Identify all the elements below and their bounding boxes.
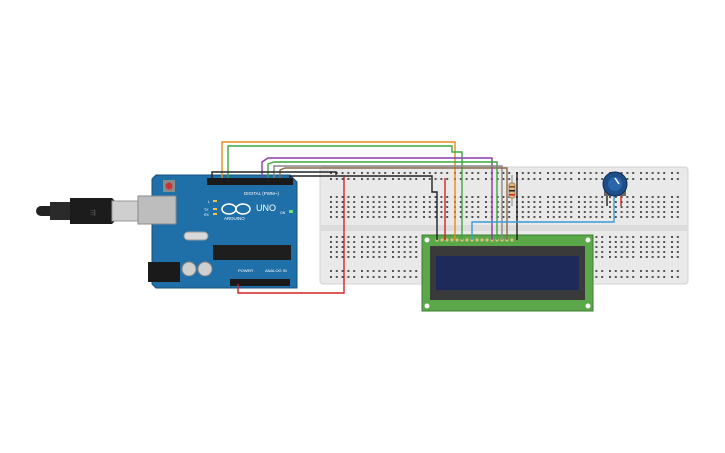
lcd-screen bbox=[436, 256, 579, 290]
led-label-l: L bbox=[208, 200, 210, 204]
capacitor-1 bbox=[181, 261, 197, 277]
wire-black-1 bbox=[211, 171, 337, 180]
wire-black-2 bbox=[289, 175, 438, 240]
breadboard[interactable] bbox=[319, 166, 689, 285]
analog-label: ANALOG IN bbox=[265, 268, 287, 273]
digital-label: DIGITAL (PWM~) bbox=[244, 191, 279, 196]
wire-red-1 bbox=[237, 177, 345, 294]
usb-cable: ⇶ bbox=[36, 198, 139, 224]
arduino-uno-board[interactable]: ARDUINO UNO DIGITAL (PWM~) POWER ANALOG … bbox=[137, 174, 298, 289]
resistor[interactable] bbox=[508, 175, 516, 206]
power-label: POWER bbox=[238, 268, 253, 273]
atmega-chip bbox=[213, 245, 291, 260]
on-label: ON bbox=[280, 211, 286, 215]
wire-green-2 bbox=[267, 161, 498, 240]
wire-blue bbox=[471, 196, 615, 240]
power-jack bbox=[148, 262, 180, 282]
usb-plug-icon: ⇶ bbox=[90, 209, 96, 217]
wire-purple bbox=[261, 157, 493, 240]
usb-port bbox=[137, 195, 177, 225]
led-label-tx: TX bbox=[204, 208, 209, 212]
lcd-16x2[interactable] bbox=[421, 234, 594, 312]
wires bbox=[211, 141, 622, 294]
capacitor-2 bbox=[197, 261, 213, 277]
model-text: UNO bbox=[256, 203, 276, 213]
wire-orange bbox=[221, 141, 456, 240]
digital-header bbox=[207, 178, 293, 185]
power-analog-header bbox=[230, 279, 290, 286]
crystal bbox=[183, 231, 209, 241]
led-label-rx: RX bbox=[204, 213, 210, 217]
brand-text: ARDUINO bbox=[224, 216, 245, 221]
potentiometer[interactable] bbox=[602, 171, 628, 197]
